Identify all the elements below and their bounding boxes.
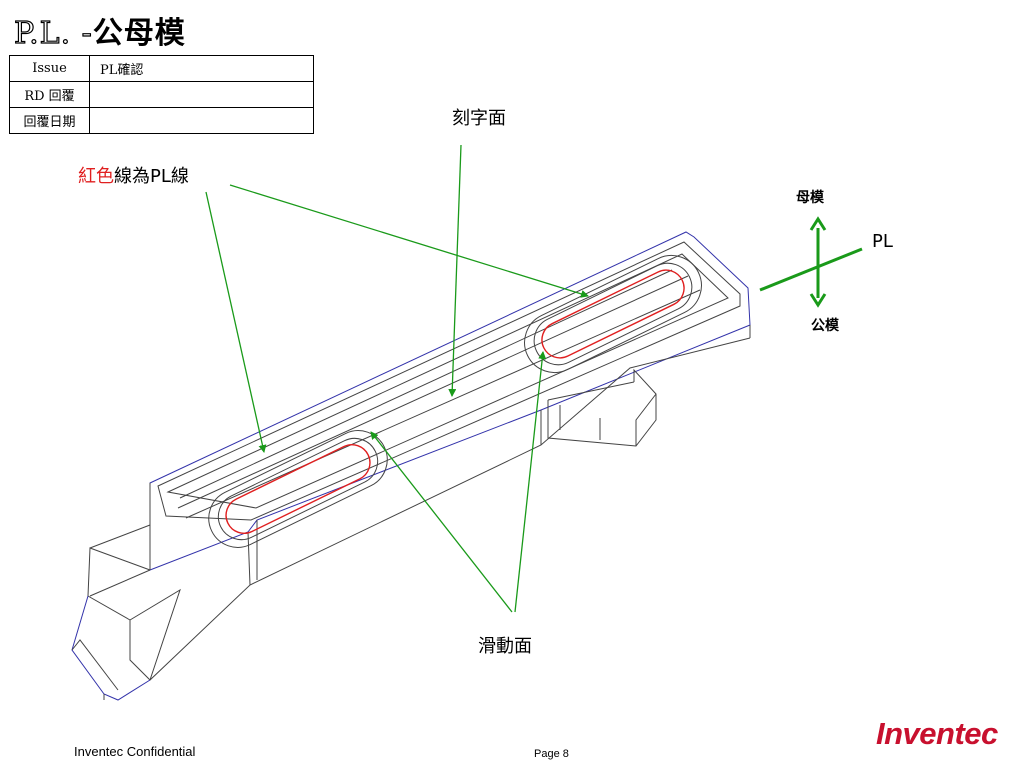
slide-title: P.L. -公母模 bbox=[13, 8, 186, 52]
inventec-logo: Inventec bbox=[876, 716, 998, 751]
pl-direction-label: PL bbox=[872, 231, 893, 252]
issue-label: Issue bbox=[9, 55, 90, 82]
table-row: RD 回覆 bbox=[9, 81, 314, 108]
title-prefix: P.L. - bbox=[13, 15, 93, 51]
core-label: 公模 bbox=[811, 318, 839, 334]
title-cjk: 公母模 bbox=[92, 16, 186, 51]
footer-confidential: Inventec Confidential bbox=[74, 744, 196, 759]
pl-line-red-text: 紅色 bbox=[78, 166, 114, 187]
part-outline bbox=[71, 231, 751, 701]
leader-lines bbox=[205, 144, 589, 613]
pocket-right bbox=[524, 255, 702, 373]
table-row: 回覆日期 bbox=[9, 107, 314, 134]
cavity-label: 母模 bbox=[796, 190, 824, 206]
issue-table: Issue PL確認 RD 回覆 回覆日期 bbox=[9, 55, 314, 134]
pocket-left bbox=[208, 430, 388, 548]
engraving-face-label: 刻字面 bbox=[452, 108, 506, 129]
rd-reply-label: RD 回覆 bbox=[9, 81, 90, 108]
pl-line-label: 紅色線為PL線 bbox=[78, 162, 189, 188]
page-number: Page 8 bbox=[534, 748, 569, 760]
sliding-face-label: 滑動面 bbox=[478, 636, 532, 657]
reply-date-value bbox=[89, 107, 314, 134]
direction-indicator bbox=[759, 216, 863, 308]
pl-line-rest-text: 線為PL線 bbox=[114, 166, 189, 187]
